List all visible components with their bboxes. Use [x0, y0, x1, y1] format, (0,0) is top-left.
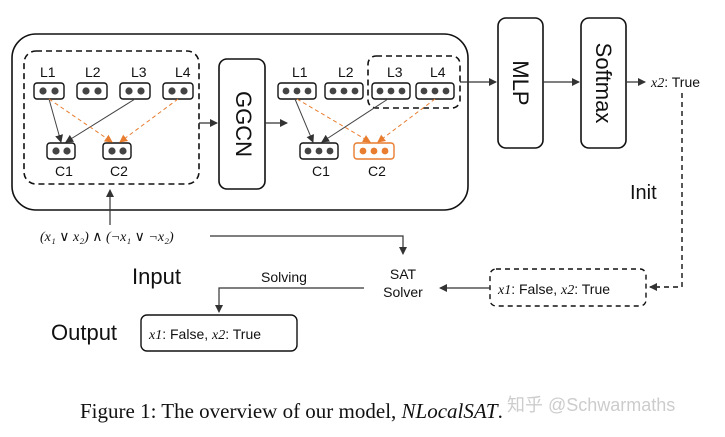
softmax-box	[580, 17, 627, 149]
left-l4-node	[162, 82, 194, 100]
right-literal-nodes	[277, 82, 455, 100]
input-label: Input	[132, 264, 181, 289]
init-label: Init	[630, 182, 657, 204]
init-assignment-text: x1: False, x2: True	[497, 281, 610, 298]
arrow-formula-to-solver	[210, 235, 407, 255]
solving-label: Solving	[261, 269, 307, 285]
left-l2-label: L2	[85, 64, 101, 80]
right-c1-node	[299, 142, 339, 160]
mlp-label: MLP	[508, 60, 533, 105]
init-dashed-path	[649, 93, 683, 291]
right-l3-label: L3	[387, 64, 403, 80]
output-assignment-text: x1: False, x2: True	[148, 326, 261, 343]
left-literal-nodes	[33, 82, 194, 100]
output-assignment-box	[140, 314, 298, 352]
right-c2-label: C2	[368, 163, 386, 179]
right-l1-node	[277, 82, 317, 100]
sat-solver-label-line1: SAT	[390, 266, 417, 282]
right-edges	[294, 98, 436, 143]
left-l1-node	[33, 82, 65, 100]
right-c2-node	[353, 142, 395, 160]
prediction-text: x2: True	[650, 74, 700, 91]
ggcn-label: GGCN	[231, 91, 256, 157]
right-l2-node	[324, 82, 364, 100]
left-c1-node	[46, 142, 76, 160]
right-l1-label: L1	[292, 64, 308, 80]
left-l4-label: L4	[175, 64, 191, 80]
formula-text: (x₁ ∨ x₂) ∧ (¬x₁ ∨ ¬x₂)	[40, 230, 174, 245]
gnn-frame	[11, 33, 469, 211]
left-l3-label: L3	[131, 64, 147, 80]
output-label: Output	[51, 320, 117, 345]
mlp-box	[497, 17, 544, 149]
ggcn-box	[218, 58, 266, 190]
right-l3-node	[371, 82, 411, 100]
right-l2-label: L2	[338, 64, 354, 80]
watermark: 知乎 @Schwarmaths	[507, 395, 675, 415]
softmax-label: Softmax	[591, 43, 616, 124]
left-c1-label: C1	[55, 163, 73, 179]
figure-caption: Figure 1: The overview of our model, NLo…	[80, 399, 503, 423]
left-c2-label: C2	[110, 163, 128, 179]
left-l3-node	[119, 82, 151, 100]
right-c1-label: C1	[312, 163, 330, 179]
right-l4-label: L4	[430, 64, 446, 80]
arrow-solver-to-output	[215, 287, 364, 313]
right-highlight-dashed-box	[367, 55, 461, 109]
input-graph-dashed-box	[23, 50, 200, 185]
left-l2-node	[76, 82, 108, 100]
sat-solver-label-line2: Solver	[383, 284, 423, 300]
left-c2-node	[102, 142, 132, 160]
left-l1-label: L1	[40, 64, 56, 80]
right-l4-node	[415, 82, 455, 100]
left-edges	[48, 98, 179, 143]
